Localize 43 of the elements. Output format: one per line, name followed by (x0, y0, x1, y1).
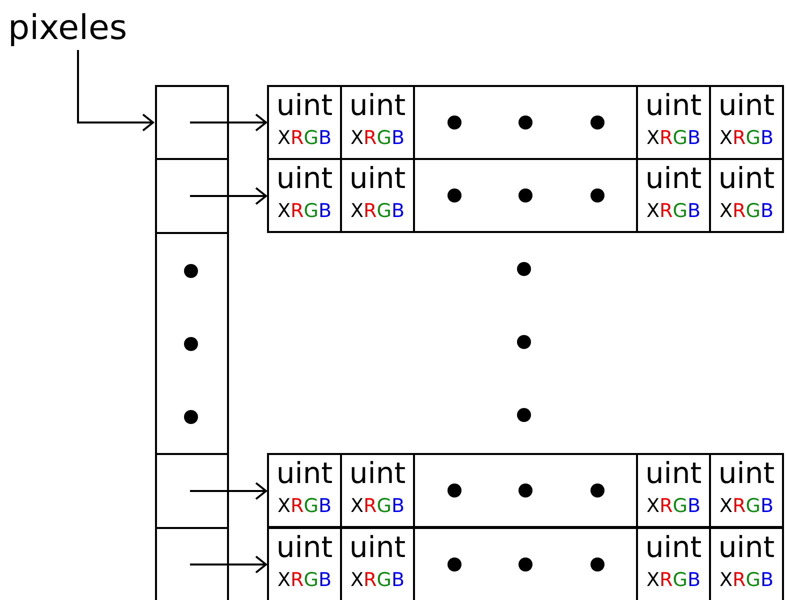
channel-label: XRGB (349, 569, 406, 591)
channel-label: XRGB (645, 569, 702, 591)
type-label: uint (644, 162, 703, 194)
type-label: uint (275, 89, 334, 121)
channel-label: XRGB (645, 495, 702, 517)
channel-label: XRGB (718, 200, 774, 222)
channel-label: XRGB (349, 127, 406, 149)
channel-label: XRGB (349, 200, 406, 222)
type-label: uint (717, 162, 776, 194)
arrow (190, 187, 267, 205)
pointer-cell (155, 453, 229, 529)
pointer-cell (155, 527, 229, 600)
channel-label: XRGB (718, 127, 774, 149)
arrow (190, 556, 267, 574)
type-label: uint (275, 162, 334, 194)
arrow (190, 114, 267, 132)
channel-label: XRGB (718, 495, 774, 517)
type-label: uint (717, 457, 776, 489)
pointer-cell (155, 85, 229, 160)
type-label: uint (644, 531, 703, 563)
type-label: uint (717, 89, 776, 121)
channel-label: XRGB (276, 200, 332, 222)
arrow (77, 50, 154, 132)
type-label: uint (348, 162, 407, 194)
type-label: uint (348, 457, 407, 489)
channel-label: XRGB (276, 495, 332, 517)
type-label: uint (717, 531, 776, 563)
pointer-cell (155, 232, 229, 455)
channel-label: XRGB (349, 495, 406, 517)
channel-label: XRGB (645, 200, 702, 222)
channel-label: XRGB (718, 569, 774, 591)
channel-label: XRGB (276, 127, 332, 149)
channel-label: XRGB (276, 569, 332, 591)
type-label: uint (644, 89, 703, 121)
channel-label: XRGB (645, 127, 702, 149)
type-label: uint (275, 531, 334, 563)
type-label: uint (644, 457, 703, 489)
pointer-cell (155, 158, 229, 234)
type-label: uint (348, 531, 407, 563)
arrow (190, 482, 267, 500)
label-text: pixeles (8, 8, 158, 48)
type-label: uint (275, 457, 334, 489)
type-label: uint (348, 89, 407, 121)
